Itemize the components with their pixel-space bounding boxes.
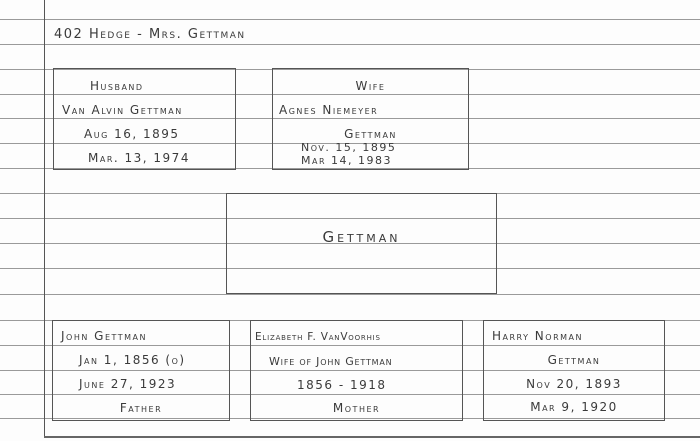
page-header: 402 Hedge - Mrs. Gettman xyxy=(54,27,246,42)
husband-label: Husband xyxy=(90,79,144,93)
husband-name: Van Alvin Gettman xyxy=(62,103,183,117)
harry-surname: Gettman xyxy=(547,353,601,367)
mother-box: Elizabeth F. VanVoorhis Wife of John Get… xyxy=(250,320,463,421)
father-label: Father xyxy=(119,401,163,415)
mother-note: Wife of John Gettman xyxy=(269,355,393,368)
bottom-line xyxy=(44,436,700,438)
wife-box: Wife Agnes Niemeyer Gettman Nov. 15, 189… xyxy=(272,68,469,170)
margin-line xyxy=(44,0,45,436)
father-died: June 27, 1923 xyxy=(79,377,177,391)
wife-label: Wife xyxy=(355,79,386,93)
father-box: John Gettman Jan 1, 1856 (o) June 27, 19… xyxy=(52,320,230,421)
wife-name: Agnes Niemeyer xyxy=(279,103,379,117)
husband-born: Aug 16, 1895 xyxy=(84,127,180,141)
wife-born: Nov. 15, 1895 xyxy=(301,141,397,154)
family-box: Gettman xyxy=(226,193,497,294)
mother-label: Mother xyxy=(332,401,381,415)
harry-name: Harry Norman xyxy=(492,329,583,343)
wife-died: Mar 14, 1983 xyxy=(301,154,393,167)
harry-died: Mar 9, 1920 xyxy=(530,400,618,414)
harry-box: Harry Norman Gettman Nov 20, 1893 Mar 9,… xyxy=(483,320,665,421)
mother-name: Elizabeth F. VanVoorhis xyxy=(255,331,381,343)
husband-died: Mar. 13, 1974 xyxy=(88,151,190,165)
family-surname: Gettman xyxy=(322,228,401,246)
harry-born: Nov 20, 1893 xyxy=(526,377,622,391)
husband-box: Husband Van Alvin Gettman Aug 16, 1895 M… xyxy=(53,68,236,170)
father-name: John Gettman xyxy=(61,329,147,343)
wife-surname: Gettman xyxy=(344,127,397,141)
mother-years: 1856 - 1918 xyxy=(297,378,387,392)
father-born: Jan 1, 1856 (o) xyxy=(79,353,186,367)
